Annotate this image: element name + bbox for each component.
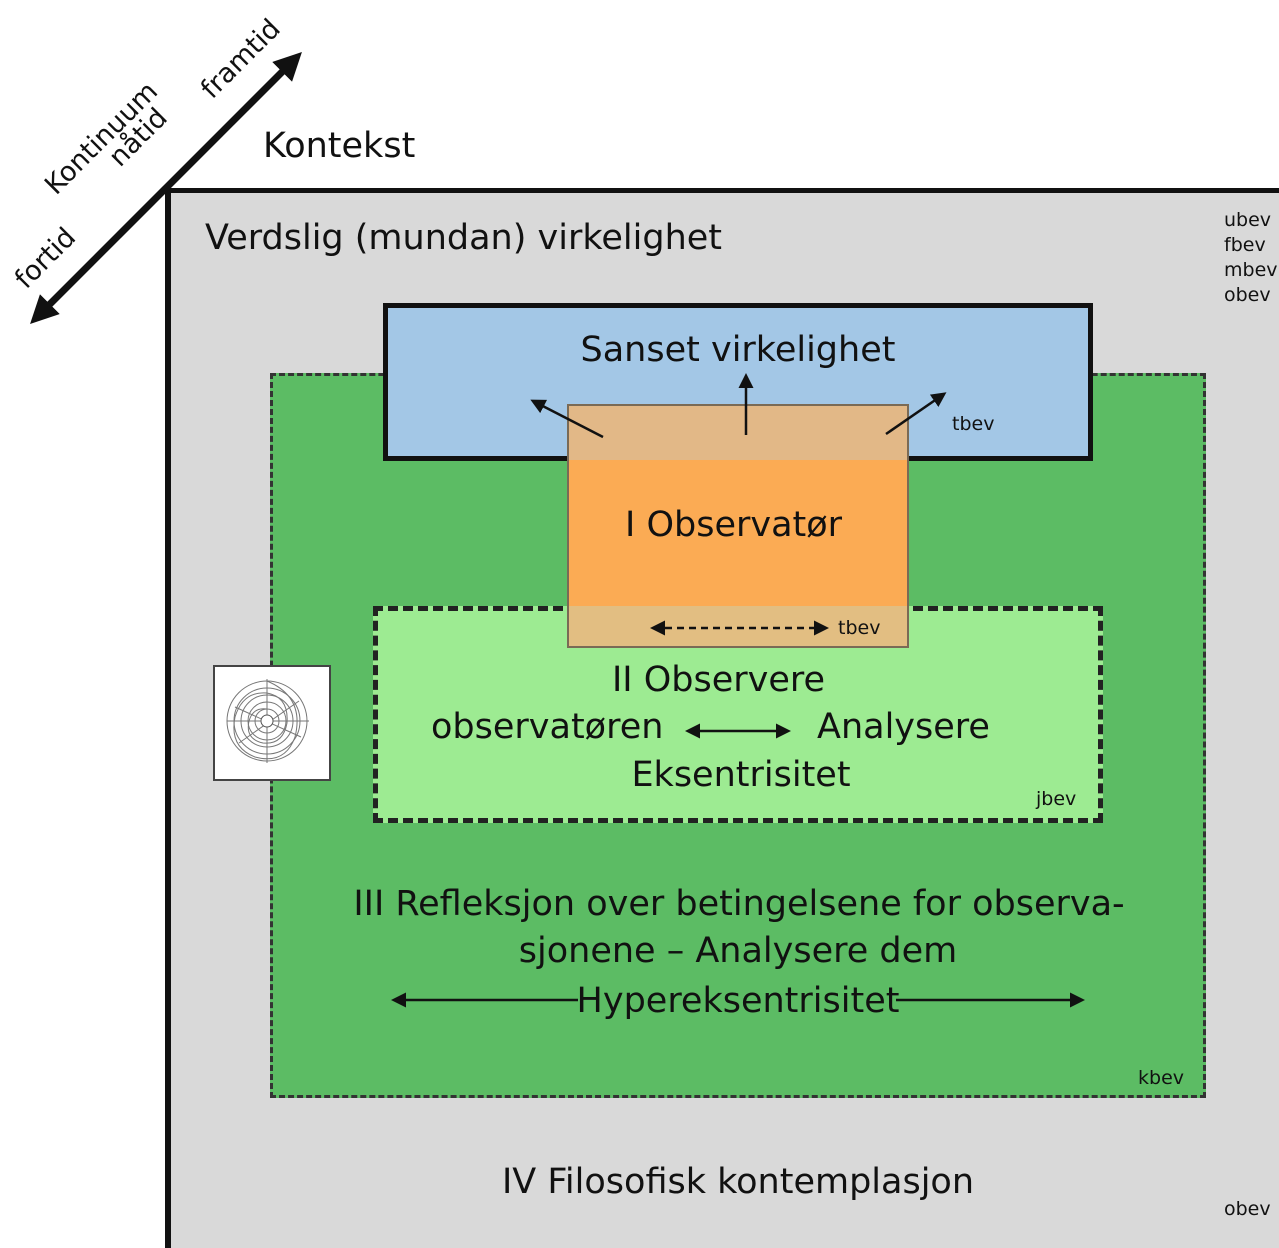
observer-tag: tbev [838,617,881,639]
sense-arrow-right [885,392,947,436]
reflection-line-2: sjonene – Analysere dem [518,931,958,971]
sense-arrow-left [530,399,604,439]
bottom-label-obev: obev [1224,1198,1271,1220]
observe-left-label: observatøren [431,707,664,747]
reflection-line-1: III Refleksjon over betingelsene for obs… [353,884,1125,924]
observer-title: I Observatør [625,505,843,545]
side-label-fbev: fbev [1224,234,1266,256]
side-label-mbev: mbev [1224,259,1278,281]
observe-right-label: Analysere [817,707,990,747]
reflection-tag: kbev [1138,1067,1184,1089]
hypereccentricity-label: Hypereksentrisitet [576,981,900,1021]
observe-title: II Observere [611,660,826,700]
side-label-obev: obev [1224,284,1271,306]
sensed-reality-title: Sanset virkelighet [580,330,896,370]
spiral-thumbnail-icon [213,665,331,781]
sensed-tag: tbev [952,413,995,435]
observe-tag: jbev [1036,788,1077,810]
continuum-future: framtid [195,13,287,105]
side-label-ubev: ubev [1224,209,1272,231]
philosophical-contemplation-label: IV Filosofisk kontemplasjon [501,1162,975,1202]
continuum-axis-arrow [30,52,302,324]
observer-overlap-top [569,406,907,460]
eccentricity-label: Eksentrisitet [631,755,851,795]
side-labels: ubev fbev mbev obev [1224,208,1278,308]
